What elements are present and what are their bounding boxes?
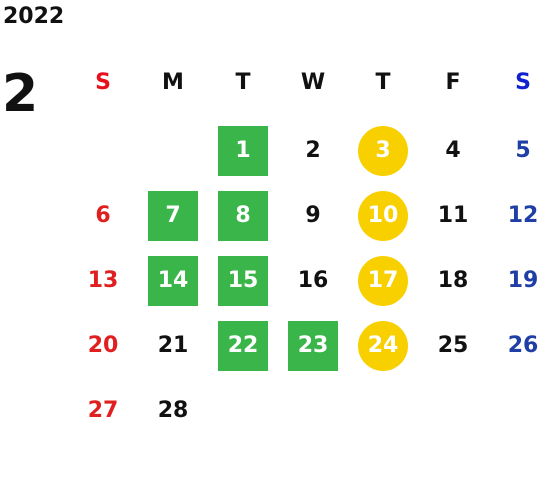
day-cell[interactable]: 27 xyxy=(68,378,138,443)
day-number: 20 xyxy=(87,333,119,358)
day-number: 13 xyxy=(87,268,119,293)
day-cell[interactable]: 26 xyxy=(488,313,548,378)
day-number-yellow-marked: 10 xyxy=(358,190,408,241)
day-cell[interactable]: 19 xyxy=(488,248,548,313)
day-cell[interactable]: 25 xyxy=(418,313,488,378)
day-cell[interactable]: 17 xyxy=(348,248,418,313)
day-cell[interactable]: 2 xyxy=(278,118,348,183)
day-number: 6 xyxy=(95,203,111,228)
calendar-month: 2 xyxy=(2,64,39,124)
day-number-green-marked: 7 xyxy=(148,190,198,241)
day-number: 16 xyxy=(297,268,329,293)
day-number-green-marked: 8 xyxy=(218,190,268,241)
day-number: 4 xyxy=(445,138,461,163)
day-number: 25 xyxy=(437,333,469,358)
day-number: 2 xyxy=(305,138,321,163)
day-number-yellow-marked: 3 xyxy=(358,125,408,176)
day-cell[interactable]: 28 xyxy=(138,378,208,443)
day-cell[interactable]: 13 xyxy=(68,248,138,313)
day-number: 27 xyxy=(87,398,119,423)
day-cell[interactable]: 9 xyxy=(278,183,348,248)
weekday-header-friday: F xyxy=(445,69,461,95)
day-number-yellow-marked: 24 xyxy=(358,320,408,371)
day-number: 11 xyxy=(437,203,469,228)
day-number-green-marked: 15 xyxy=(218,255,268,306)
day-number-green-marked: 1 xyxy=(218,125,268,176)
day-number: 28 xyxy=(157,398,189,423)
calendar-week-row: 27 28 xyxy=(68,378,548,443)
day-cell[interactable]: 4 xyxy=(418,118,488,183)
weekday-header-monday: M xyxy=(162,69,184,95)
day-cell xyxy=(348,378,418,443)
day-cell[interactable]: 23 xyxy=(278,313,348,378)
day-number-green-marked: 14 xyxy=(148,255,198,306)
day-cell[interactable]: 21 xyxy=(138,313,208,378)
weekday-header-saturday: S xyxy=(515,69,531,95)
day-cell[interactable]: 7 xyxy=(138,183,208,248)
day-number: 18 xyxy=(437,268,469,293)
day-number: 26 xyxy=(507,333,539,358)
day-cell[interactable]: 15 xyxy=(208,248,278,313)
day-number-green-marked: 23 xyxy=(288,320,338,371)
day-number: 21 xyxy=(157,333,189,358)
day-number: 5 xyxy=(515,138,531,163)
day-number: 12 xyxy=(507,203,539,228)
day-cell[interactable]: 11 xyxy=(418,183,488,248)
day-number-green-marked: 22 xyxy=(218,320,268,371)
day-cell[interactable]: 14 xyxy=(138,248,208,313)
day-cell[interactable]: 3 xyxy=(348,118,418,183)
day-cell[interactable]: 6 xyxy=(68,183,138,248)
day-cell[interactable]: 18 xyxy=(418,248,488,313)
day-number: 19 xyxy=(507,268,539,293)
weekday-header-tuesday: T xyxy=(235,69,251,95)
day-number-yellow-marked: 17 xyxy=(358,255,408,306)
weekday-header-row: S M T W T F S xyxy=(68,62,548,102)
day-cell xyxy=(278,378,348,443)
weekday-header-sunday: S xyxy=(95,69,111,95)
day-cell[interactable]: 8 xyxy=(208,183,278,248)
day-cell[interactable]: 1 xyxy=(208,118,278,183)
day-cell[interactable]: 16 xyxy=(278,248,348,313)
day-number: 9 xyxy=(305,203,321,228)
day-cell xyxy=(418,378,488,443)
day-cell[interactable]: 12 xyxy=(488,183,548,248)
weekday-header-thursday: T xyxy=(375,69,391,95)
calendar-week-row: 20 21 22 23 24 25 26 xyxy=(68,313,548,378)
day-cell xyxy=(138,118,208,183)
day-cell xyxy=(68,118,138,183)
calendar-week-row: 13 14 15 16 17 18 19 xyxy=(68,248,548,313)
day-cell[interactable]: 10 xyxy=(348,183,418,248)
weekday-header-wednesday: W xyxy=(300,69,326,95)
calendar-year: 2022 xyxy=(3,4,65,29)
day-cell[interactable]: 24 xyxy=(348,313,418,378)
day-cell[interactable]: 5 xyxy=(488,118,548,183)
day-cell[interactable]: 20 xyxy=(68,313,138,378)
day-cell[interactable]: 22 xyxy=(208,313,278,378)
calendar-week-row: 1 2 3 4 5 xyxy=(68,118,548,183)
day-cell xyxy=(208,378,278,443)
day-cell xyxy=(488,378,548,443)
